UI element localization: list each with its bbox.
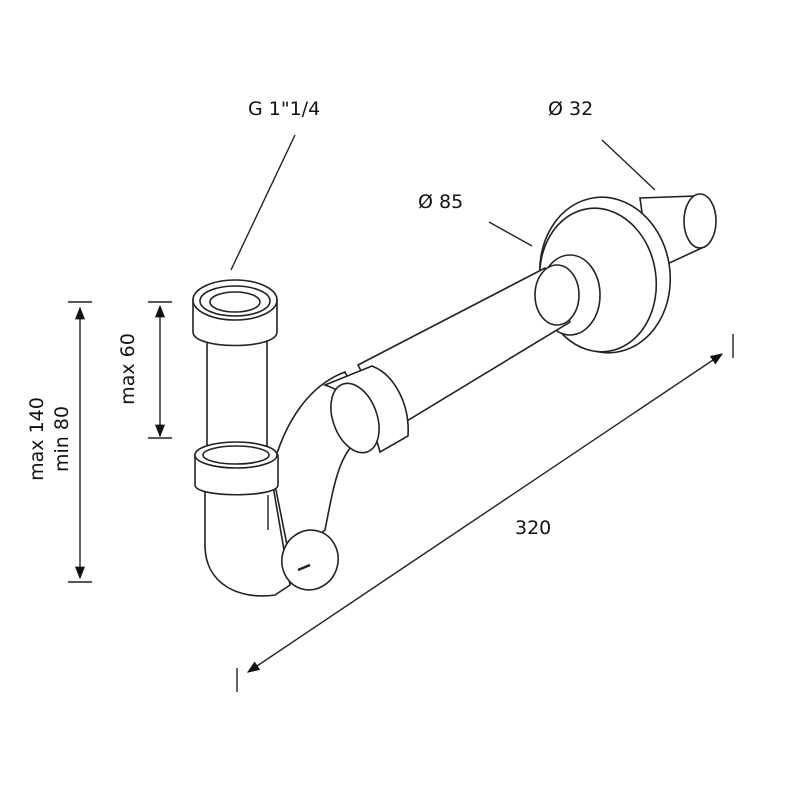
thread-label: G 1"1/4 (248, 98, 321, 120)
trap-body (194, 329, 291, 597)
top-nut (192, 279, 278, 347)
outlet-diameter-label: Ø 32 (548, 98, 594, 120)
height-max-label: max 140 (26, 397, 48, 481)
rosette-leader (488, 221, 533, 247)
rosette-diameter-label: Ø 85 (418, 191, 464, 213)
tube-max-label: max 60 (117, 333, 139, 405)
leader-lines (230, 134, 656, 271)
length-dimension (236, 334, 734, 692)
height-dimension (68, 301, 92, 583)
thread-leader (230, 134, 296, 271)
outlet-leader (601, 139, 656, 191)
tube-dimension (148, 301, 172, 439)
height-min-label: min 80 (51, 405, 73, 473)
length-label: 320 (515, 517, 552, 539)
